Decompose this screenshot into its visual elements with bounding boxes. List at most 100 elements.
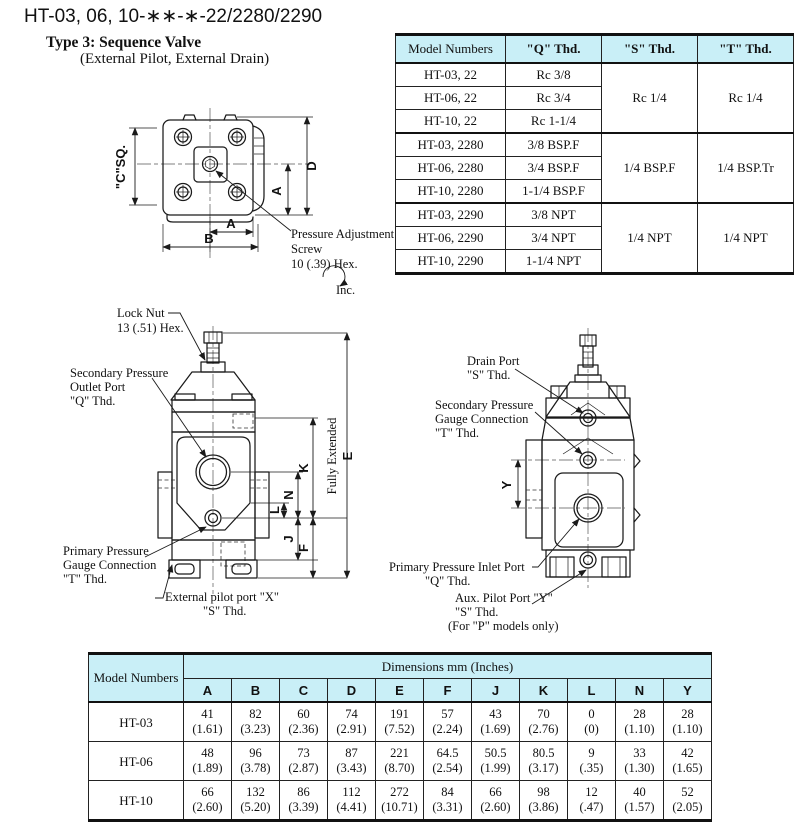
table-row: HT-06, 2280 3/4 BSP.F (395, 156, 794, 180)
dim-cell: 87 (3.43) (327, 741, 376, 781)
pressure-adjustment-screw-callout: Pressure Adjustment Screw 10 (.39) Hex. (215, 170, 395, 271)
dimension-j: J (281, 517, 302, 561)
dim-cell: 70 (2.76) (519, 701, 568, 742)
lock-nut-label-line2: 13 (.51) Hex. (117, 321, 184, 335)
model-cell: HT-10, 2280 (395, 179, 506, 204)
q-cell: Rc 1-1/4 (505, 109, 602, 134)
aux-label-line2: "S" Thd. (455, 605, 498, 619)
outlet-label-line2: Outlet Port (70, 380, 126, 394)
aux-label-line1: Aux. Pilot Port "Y" (455, 591, 553, 605)
t-cell: 1/4 NPT (697, 202, 794, 275)
ports-header-t: "T" Thd. (697, 34, 794, 64)
gauge-label-line3: "T" Thd. (63, 572, 107, 586)
dim-cell: 52 (2.05) (663, 780, 712, 821)
dimension-l: L (267, 502, 288, 519)
lock-nut-label-line1: Lock Nut (117, 306, 165, 320)
dim-cell: 74 (2.91) (327, 701, 376, 742)
dim-label-j: J (281, 535, 296, 542)
valve-side-view-drawing: Y Drain Port "S" Thd. Secondary Pressure… (389, 328, 641, 633)
dim-label-c-sq: "C"SQ. (113, 145, 128, 189)
aux-pilot-circle (579, 551, 597, 569)
ports-header-model: Model Numbers (395, 34, 506, 64)
inc-label: Inc. (336, 283, 355, 297)
dimension-b: B (162, 224, 259, 252)
dim-cell: 191 (7.52) (375, 701, 424, 742)
s-cell: 1/4 BSP.F (601, 132, 698, 204)
model-cell: HT-10, 2290 (395, 249, 506, 274)
t-cell: Rc 1/4 (697, 62, 794, 134)
table-row: HT-03 41 (1.61) 82 (3.23) 60 (2.36) 74 (… (88, 701, 712, 742)
dim-cell: 0 (0) (567, 701, 616, 742)
increase-rotation-arrow: Inc. (322, 265, 355, 297)
outlet-label-line1: Secondary Pressure (70, 366, 169, 380)
pilot-label-line2: "S" Thd. (203, 604, 246, 618)
dim-cell: 42 (1.65) (663, 741, 712, 781)
table-row: HT-03, 2280 3/8 BSP.F 1/4 BSP.F 1/4 BSP.… (395, 132, 794, 204)
screw-label-line2: Screw (291, 242, 322, 256)
dim-cell: 272 (10.71) (375, 780, 424, 821)
inlet-label-line2: "Q" Thd. (425, 574, 470, 588)
model-cell: HT-03 (88, 701, 184, 742)
gauge-connection-callout: Secondary Pressure Gauge Connection "T" … (435, 398, 583, 455)
dimensions-table: Model Numbers Dimensions mm (Inches) A B… (88, 652, 712, 822)
ports-table: Model Numbers "Q" Thd. "S" Thd. "T" Thd.… (395, 33, 794, 275)
fully-extended-label: Fully Extended (325, 417, 339, 494)
col-header-c: C (279, 678, 328, 703)
dim-label-a-side: A (269, 186, 284, 196)
col-header-l: L (567, 678, 616, 703)
dim-cell: 12 (.47) (567, 780, 616, 821)
valve-body (525, 417, 641, 551)
dim-cell: 64.5 (2.54) (423, 741, 472, 781)
screw-label-line3: 10 (.39) Hex. (291, 257, 358, 271)
model-cell: HT-03, 2280 (395, 132, 506, 157)
dim-label-b: B (204, 231, 213, 246)
adjustment-screw-boss (193, 146, 228, 183)
col-header-n: N (615, 678, 664, 703)
model-cell: HT-03, 2290 (395, 202, 506, 227)
dim-label-l: L (267, 506, 282, 514)
dimension-e: Fully Extended E (325, 332, 355, 579)
outlet-port-callout: Secondary Pressure Outlet Port "Q" Thd. (70, 366, 207, 458)
s-cell: Rc 1/4 (601, 62, 698, 134)
dim-cell: 132 (5.20) (231, 780, 280, 821)
dim-cell: 33 (1.30) (615, 741, 664, 781)
col-header-j: J (471, 678, 520, 703)
dim-cell: 112 (4.41) (327, 780, 376, 821)
model-cell: HT-06, 2280 (395, 156, 506, 180)
dim-cell: 98 (3.86) (519, 780, 568, 821)
aux-label-line3: (For "P" models only) (448, 619, 559, 633)
outlet-port-circle (195, 454, 231, 490)
dim-cell: 57 (2.24) (423, 701, 472, 742)
model-cell: HT-06, 2290 (395, 226, 506, 250)
col-header-y: Y (663, 678, 712, 703)
dim-cell: 82 (3.23) (231, 701, 280, 742)
model-cell: HT-06 (88, 741, 184, 781)
dimension-d: D (237, 116, 319, 216)
q-cell: Rc 3/8 (505, 62, 602, 87)
dim-cell: 43 (1.69) (471, 701, 520, 742)
drain-port-callout: Drain Port "S" Thd. (467, 354, 584, 414)
bonnet (545, 381, 631, 419)
dim-cell: 28 (1.10) (663, 701, 712, 742)
dim-cell: 66 (2.60) (471, 780, 520, 821)
col-header-e: E (375, 678, 424, 703)
ports-header-q: "Q" Thd. (505, 34, 602, 64)
q-cell: 3/4 NPT (505, 226, 602, 250)
dim-label-f: F (296, 544, 311, 552)
dim-cell: 41 (1.61) (183, 701, 232, 742)
type-heading: Type 3: Sequence Valve (46, 34, 202, 51)
table-row: HT-10, 2290 1-1/4 NPT (395, 249, 794, 274)
table-row: HT-10, 22 Rc 1-1/4 (395, 109, 794, 134)
q-cell: 1-1/4 NPT (505, 249, 602, 274)
center-lines (511, 328, 625, 588)
aux-pilot-callout: Aux. Pilot Port "Y" "S" Thd. (For "P" mo… (448, 569, 587, 633)
dim-cell: 73 (2.87) (279, 741, 328, 781)
external-pilot-callout: External pilot port "X" "S" Thd. (155, 564, 279, 618)
model-cell: HT-10 (88, 780, 184, 821)
col-header-f: F (423, 678, 472, 703)
q-cell: 3/8 BSP.F (505, 132, 602, 157)
dimension-y: Y (499, 459, 522, 509)
drain-label-line1: Drain Port (467, 354, 520, 368)
table-row: HT-10 66 (2.60) 132 (5.20) 86 (3.39) 112… (88, 780, 712, 821)
dim-cell: 48 (1.89) (183, 741, 232, 781)
